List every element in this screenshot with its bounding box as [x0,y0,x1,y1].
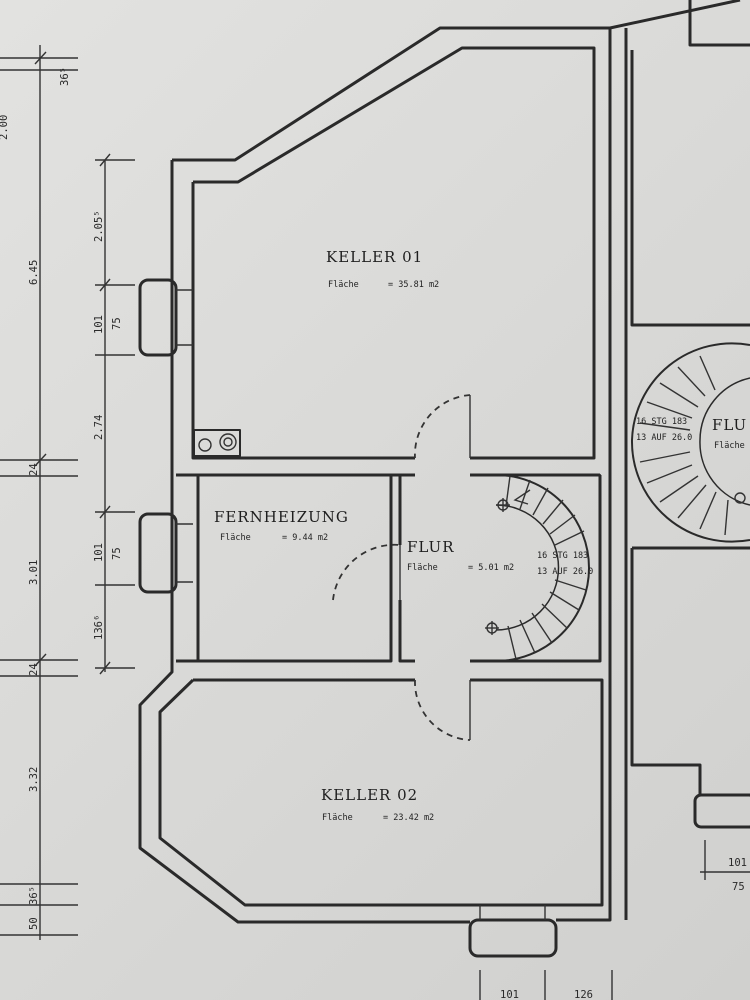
dim-top-2-00: 2.00 [0,115,10,140]
dim-outer-3-32: 3.32 [28,767,40,792]
room-flur-area-value: = 5.01 m2 [468,563,514,573]
dim-outer-3-01: 3.01 [28,560,40,585]
window-keller02 [468,918,558,958]
dim-inner-36-5: 36⁵ [59,67,71,86]
dim-right-75: 75 [732,881,745,893]
room-flur-right-name: FLU [712,416,747,434]
dim-inner-2-05: 2.05⁵ [93,210,105,242]
stair-main-steps: 16 STG 183 [537,551,588,561]
stair-main: 16 STG 183 13 AUF 26.0 [485,474,601,662]
dim-outer-6-45: 6.45 [28,260,40,285]
room-keller01-name: KELLER 01 [326,248,423,266]
boiler-unit [193,429,241,457]
dim-bottom-101: 101 [500,989,519,1000]
dim-bottom-126: 126 [574,989,593,1000]
window-keller01 [138,278,178,357]
dim-right-101: 101 [728,857,747,869]
dim-inner-2-74: 2.74 [93,415,105,440]
dim-outer-36-5: 36⁵ [28,886,40,905]
window-fernheizung [138,512,178,594]
walls [138,0,750,924]
dimension-lines [0,45,135,940]
dim-outer-24b: 24 [28,663,40,676]
dim-inner-136: 136⁶ [93,615,105,640]
dim-inner-101a: 101 [93,315,105,334]
dimension-texts: 6.45 3.01 3.32 24 24 36⁵ 50 2.00 2.05⁵ 1… [0,67,123,930]
room-flur-name: FLUR [407,538,454,556]
stair-right-rise: 13 AUF 26.0 [636,433,692,443]
dim-inner-75a: 75 [111,317,123,330]
door-swings [332,394,471,741]
room-keller01-area-label: Fläche [328,280,359,290]
room-fernheizung-area-value: = 9.44 m2 [282,533,328,543]
dim-inner-101b: 101 [93,543,105,562]
stair-right-steps: 16 STG 183 [636,417,687,427]
windows [138,278,750,958]
room-keller02-area-value: = 23.42 m2 [383,813,434,823]
window-right [693,793,750,829]
dim-outer-24a: 24 [28,463,40,476]
bottom-dimensions: 101 126 101 75 [479,840,750,1000]
dim-outer-50: 50 [28,917,40,930]
room-keller02-area-label: Fläche [322,813,353,823]
stair-main-rise: 13 AUF 26.0 [537,567,593,577]
room-keller01-area-value: = 35.81 m2 [388,280,439,290]
room-labels: KELLER 01 Fläche = 35.81 m2 FERNHEIZUNG … [214,248,747,823]
room-flur-area-label: Fläche [407,563,438,573]
room-keller02-name: KELLER 02 [321,786,418,804]
stair-right: 16 STG 183 13 AUF 26.0 [630,342,750,543]
room-flur-right-area-label: Fläche [714,441,745,451]
dim-inner-75b: 75 [111,547,123,560]
room-fernheizung-area-label: Fläche [220,533,251,543]
room-fernheizung-name: FERNHEIZUNG [214,508,349,526]
